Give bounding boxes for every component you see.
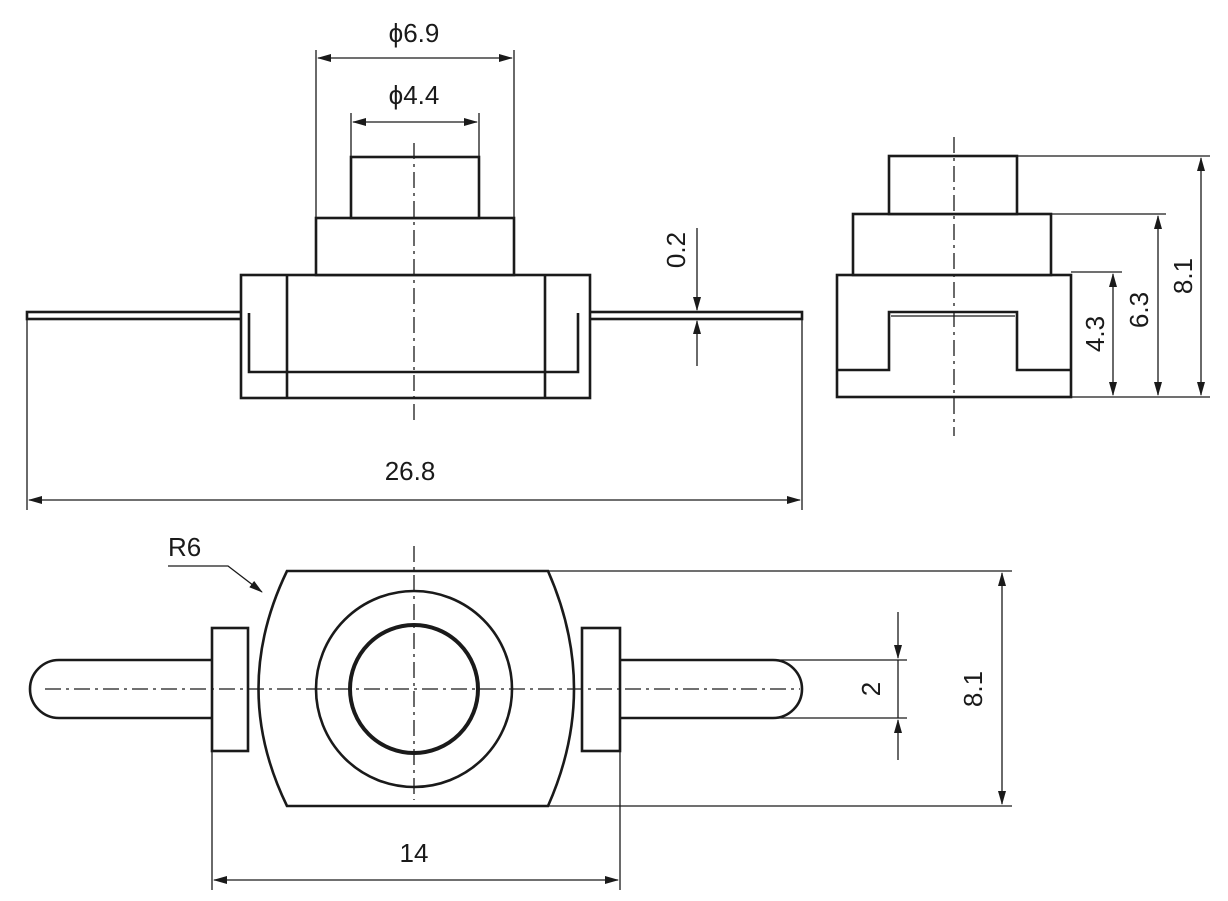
top-view: R6 2 8.1 14: [28, 532, 1012, 890]
dim-label-terminal-width: 2: [856, 682, 886, 696]
side-top: [887, 154, 1019, 216]
dim-label-height-base: 4.3: [1080, 316, 1110, 352]
dim-label-height-total: 8.1: [1168, 258, 1198, 294]
dim-label-total-length: 26.8: [385, 456, 436, 486]
dim-label-inner-diameter: ϕ4.4: [389, 80, 440, 110]
dim-label-base-length: 14: [400, 838, 429, 868]
middle-cylinder: [314, 216, 516, 277]
dim-label-radius: R6: [168, 532, 201, 562]
front-view: ϕ6.9 ϕ4.4 0.2 26.8: [25, 18, 804, 510]
side-view: 4.3 6.3 8.1: [835, 137, 1210, 436]
side-channel: [837, 310, 1071, 372]
left-pin: [28, 658, 212, 720]
left-terminal: [25, 310, 251, 321]
inner-channel: [247, 313, 580, 374]
side-middle: [851, 212, 1053, 277]
base-body: [239, 273, 592, 400]
dim-label-outer-diameter: ϕ6.9: [389, 18, 440, 48]
dim-label-terminal-thickness: 0.2: [661, 232, 691, 268]
dim-label-body-height: 8.1: [958, 671, 988, 707]
top-button: [349, 155, 481, 220]
right-terminal: [576, 310, 804, 321]
right-pin: [620, 658, 804, 720]
dim-label-height-mid: 6.3: [1124, 292, 1154, 328]
